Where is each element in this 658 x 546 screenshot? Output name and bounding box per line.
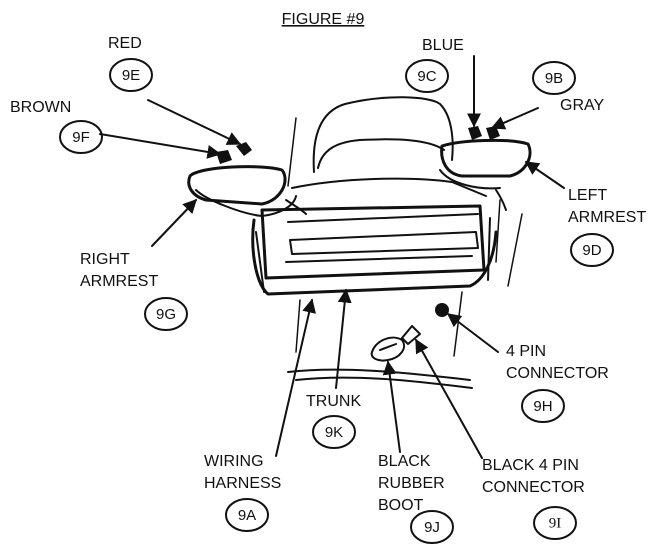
code-9d: 9D xyxy=(570,233,614,267)
label-brown: BROWN xyxy=(10,99,71,116)
seat-frame-line-left xyxy=(287,117,297,187)
trunk-arrow xyxy=(335,288,352,389)
code-9g-text: 9G xyxy=(156,306,176,323)
rubber-boot-seam xyxy=(379,343,397,351)
label-trunk: TRUNK xyxy=(306,393,361,410)
code-9h: 9H xyxy=(521,389,565,423)
gray-switch xyxy=(486,126,500,140)
strut-line-2 xyxy=(507,213,523,287)
code-9f-text: 9F xyxy=(72,129,90,146)
label-left-armrest-1: LEFT xyxy=(568,187,607,204)
code-9f: 9F xyxy=(59,120,103,154)
label-wiring-harness-1: WIRING xyxy=(204,453,264,470)
black-4-pin-connector-part xyxy=(401,325,421,345)
code-9g: 9G xyxy=(144,297,188,331)
left-armrest-lower xyxy=(439,169,501,190)
strut-line-1 xyxy=(495,199,501,263)
code-9b-text: 9B xyxy=(545,70,563,87)
label-right-armrest-1: RIGHT xyxy=(80,251,130,268)
left-armrest-mount xyxy=(495,189,507,211)
seat-illustration xyxy=(187,96,532,389)
label-right-armrest-2: ARMREST xyxy=(80,273,158,290)
seat-base-side-right xyxy=(487,217,491,281)
blue-switch xyxy=(468,126,482,140)
left-armrest-body xyxy=(440,138,532,178)
wiring-harness-arrow xyxy=(275,298,316,457)
left-armrest-arrow xyxy=(524,161,565,189)
seat-front-panel xyxy=(260,204,486,280)
code-9j: 9J xyxy=(410,510,454,544)
trunk-line-2 xyxy=(295,376,473,389)
seat-back-crease xyxy=(317,138,445,169)
code-9i: 9I xyxy=(533,506,577,540)
right-armrest-mount xyxy=(285,199,307,215)
code-9a-text: 9A xyxy=(238,507,256,524)
code-9k-text: 9K xyxy=(325,424,343,441)
gray-arrow xyxy=(490,107,539,130)
red-arrow xyxy=(147,99,242,145)
label-black-rubber-boot-2: RUBBER xyxy=(378,475,445,492)
code-9b: 9B xyxy=(532,61,576,95)
seat-panel-groove-3 xyxy=(285,255,473,263)
label-wiring-harness-2: HARNESS xyxy=(204,475,281,492)
code-9e: 9E xyxy=(109,58,153,92)
right-armrest-arrow xyxy=(151,198,197,247)
code-9j-text: 9J xyxy=(424,519,440,536)
seat-back xyxy=(312,96,454,173)
rubber-boot-arrow xyxy=(382,360,401,453)
strut-line-4 xyxy=(295,299,301,353)
label-black-rubber-boot-1: BLACK xyxy=(378,453,431,470)
seat-panel-groove-1 xyxy=(287,213,479,223)
label-black-4-pin-1: BLACK 4 PIN xyxy=(482,457,579,474)
code-9h-text: 9H xyxy=(533,398,552,415)
rubber-boot xyxy=(370,336,406,362)
trunk-line-1 xyxy=(287,368,471,381)
figure-title: FIGURE #9 xyxy=(282,11,365,28)
label-gray: GRAY xyxy=(560,97,604,114)
right-armrest-body xyxy=(187,165,287,206)
code-9k: 9K xyxy=(312,415,356,449)
seat-panel-groove-2 xyxy=(289,231,479,255)
seat-base xyxy=(251,218,498,296)
code-9c: 9C xyxy=(405,59,449,93)
code-9c-text: 9C xyxy=(417,68,436,85)
code-9a: 9A xyxy=(225,498,269,532)
label-blue: BLUE xyxy=(422,37,464,54)
brown-switch xyxy=(216,150,232,164)
black-4-pin-arrow xyxy=(415,338,483,459)
four-pin-arrow xyxy=(446,313,499,353)
right-armrest-lower xyxy=(195,189,297,217)
label-four-pin-1: 4 PIN xyxy=(506,343,546,360)
label-four-pin-2: CONNECTOR xyxy=(506,365,609,382)
four-pin-connector-part xyxy=(435,303,449,317)
code-9e-text: 9E xyxy=(122,67,140,84)
label-left-armrest-2: ARMREST xyxy=(568,209,646,226)
seat-cushion-top xyxy=(291,177,487,197)
code-9i-text: 9I xyxy=(549,515,562,531)
seat-base-side-left xyxy=(255,231,265,293)
brown-arrow xyxy=(99,133,222,159)
leader-arrows xyxy=(99,55,565,459)
red-switch xyxy=(236,142,252,156)
label-black-4-pin-2: CONNECTOR xyxy=(482,479,585,496)
code-9d-text: 9D xyxy=(582,242,601,259)
label-black-rubber-boot-3: BOOT xyxy=(378,497,424,514)
label-red: RED xyxy=(108,35,142,52)
